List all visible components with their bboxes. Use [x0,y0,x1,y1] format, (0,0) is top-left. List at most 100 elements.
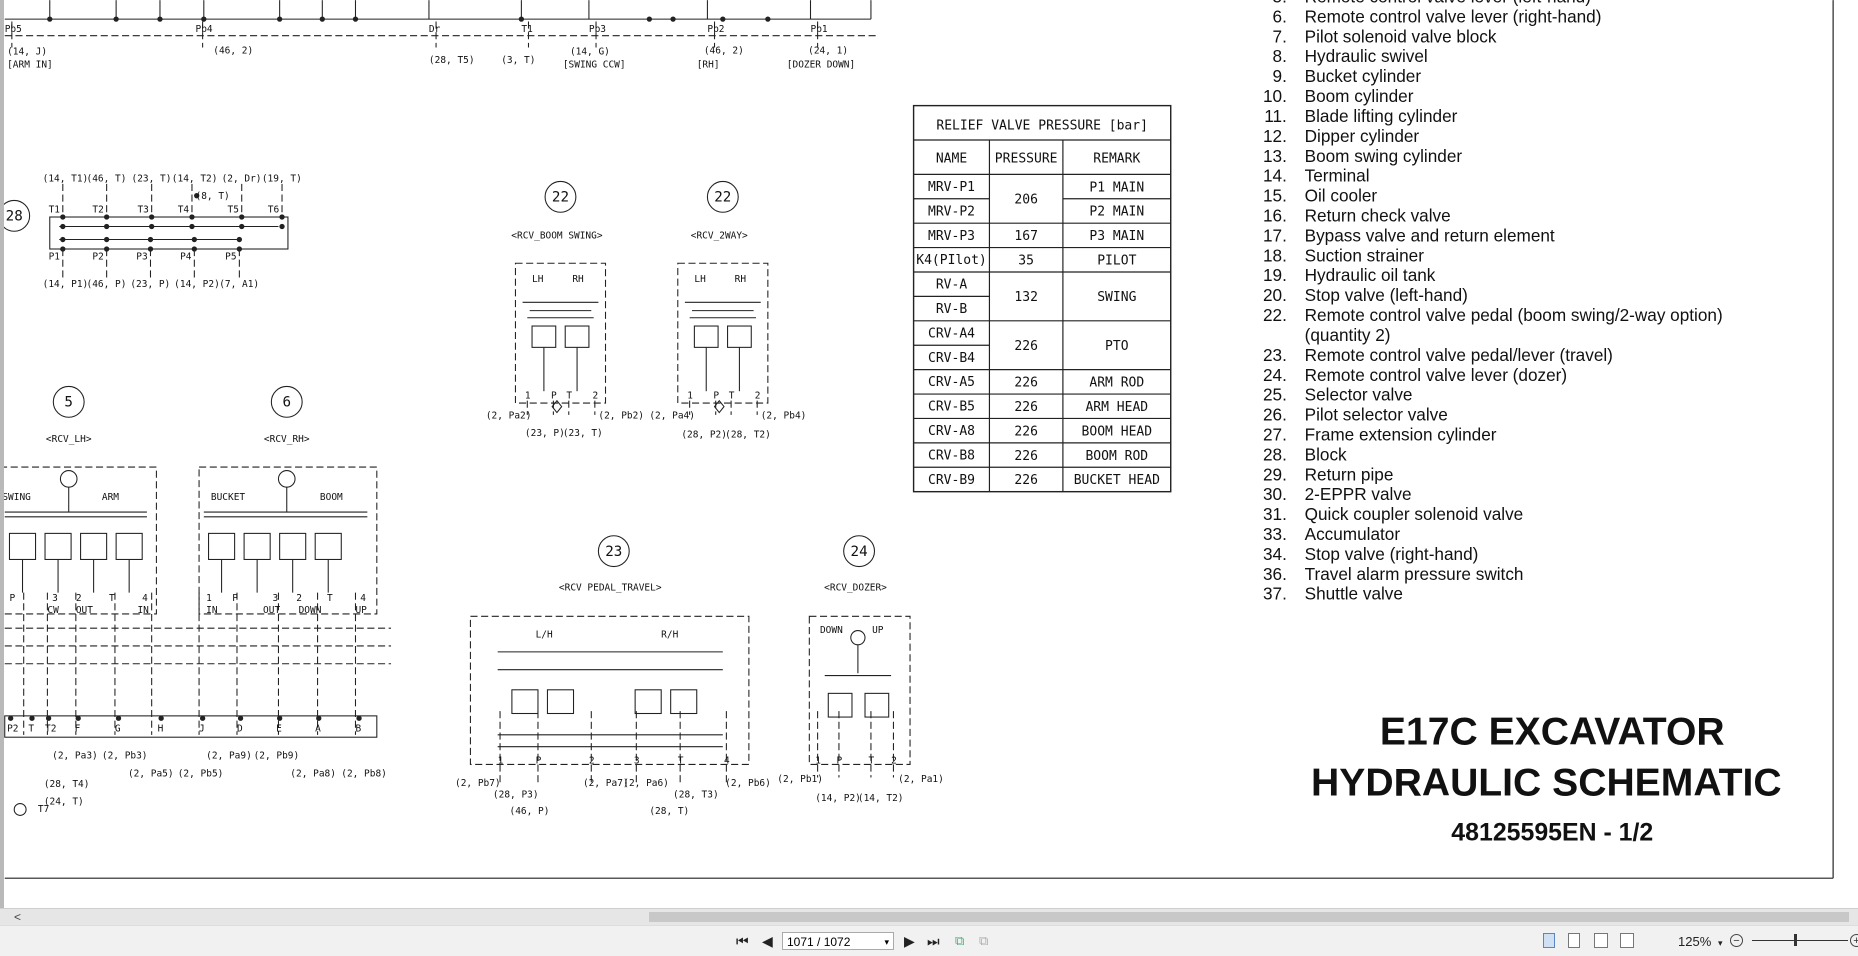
port-reference: (3, T) [501,55,535,66]
parts-list-item: 30.2-EPPR valve [1263,484,1412,504]
previous-view-icon[interactable]: ⧉ [955,933,965,948]
port-reference: (2, Pa6) [623,778,669,789]
parts-list-item: 28.Block [1263,444,1347,464]
port-label: G [115,723,121,734]
port-label: T3 [137,204,148,215]
two-page-view-icon[interactable] [1594,933,1608,948]
parts-list-item: 33.Accumulator [1263,524,1400,544]
part-description: Remote control valve lever (dozer) [1305,365,1567,385]
component-box [511,689,539,715]
component-number: 24 [851,544,868,560]
table-cell-name: K4(PIlot) [916,253,987,268]
page-number-input[interactable]: 1071 / 1072 ▾ [782,932,894,950]
port-reference: (2, Pb7) [455,778,501,789]
port-label: P [536,755,542,766]
table-cell-remark: BOOM HEAD [1082,424,1153,439]
table-cell-pressure: 226 [1014,449,1038,464]
zoom-slider-thumb[interactable] [1794,934,1798,946]
port-label: T5 [228,204,239,215]
table-cell-pressure: 132 [1014,290,1038,305]
valve-label: <RCV_BOOM SWING> [511,230,603,241]
component-box [693,325,719,348]
port-reference: (28, P3) [493,790,539,801]
port-label: 1 [498,755,504,766]
table-cell-pressure: 226 [1014,339,1038,354]
parts-list-item: 22.Remote control valve pedal (boom swin… [1263,305,1723,325]
zoom-dropdown-icon[interactable]: ▾ [1718,938,1723,948]
zoom-in-button[interactable]: + [1850,934,1858,947]
valve-label: <RCV_LH> [46,434,92,445]
port-label: P2 [92,252,103,263]
port-label: T6 [268,204,280,215]
port-reference: T7 [38,804,49,815]
zoom-out-button[interactable]: − [1730,934,1743,947]
port-label: T [28,723,34,734]
two-page-continuous-view-icon[interactable] [1620,933,1634,948]
page-dropdown-icon[interactable]: ▾ [884,937,889,947]
part-description: Block [1305,444,1347,464]
port-label: P2 [7,723,18,734]
part-description: Frame extension cylinder [1305,424,1497,444]
part-description: Boom swing cylinder [1305,146,1463,166]
valve-side-label: LH [694,274,706,285]
prev-page-icon[interactable]: ◀ [762,933,773,949]
port-label: 4 [142,593,148,604]
port-reference: (2, Pa2) [486,410,532,421]
junction-dot [29,715,35,721]
component-box [208,532,236,560]
part-description: Remote control valve pedal (boom swing/2… [1305,305,1723,325]
function-note: [RH] [697,60,720,71]
part-number: 20. [1263,285,1287,305]
component-box [314,532,342,560]
parts-list-item: 15.Oil cooler [1263,186,1377,206]
part-number: 26. [1263,405,1287,425]
port-reference: (23, T) [563,428,603,439]
table-cell-remark: P2 MAIN [1089,205,1144,220]
function-label: OUT [263,605,280,616]
table-cell-name: MRV-P1 [928,180,975,195]
table-cell-name: CRV-A4 [928,326,975,341]
port-label: P [551,390,557,401]
part-description: Stop valve (right-hand) [1305,544,1479,564]
part-description: Bucket cylinder [1305,66,1422,86]
part-description: Return pipe [1305,464,1394,484]
junction-dot [60,236,66,243]
port-reference: (24, T) [44,797,84,808]
scrollbar-thumb[interactable] [649,912,1849,922]
port-label: T [327,593,333,604]
component-box [546,689,575,715]
port-reference: (28, T2) [725,429,771,440]
port-reference: (23, T) [132,173,172,184]
parts-list-item: 17.Bypass valve and return element [1263,225,1555,245]
table-cell-remark: BUCKET HEAD [1074,473,1160,488]
part-number: 31. [1263,504,1287,524]
component-box [115,532,143,560]
horizontal-scrollbar[interactable]: < [0,908,1858,925]
function-note: [ARM IN] [7,60,53,71]
table-cell-name: CRV-B5 [928,400,975,415]
part-description: Oil cooler [1305,186,1378,206]
zoom-level[interactable]: 125% [1678,934,1712,949]
last-page-icon[interactable]: ⏭ [927,933,940,949]
part-number: 34. [1263,544,1287,564]
part-description: Dipper cylinder [1305,126,1420,146]
valve-side-label: ARM [102,492,119,503]
port-label: 1 [815,755,821,766]
component-box [808,615,911,765]
continuous-view-icon[interactable] [1568,933,1580,948]
valve-side-label: UP [872,625,884,636]
valve-side-label: LH [532,274,544,285]
single-page-view-icon[interactable] [1543,933,1555,948]
parts-list-item: 34. Stop valve (right-hand) [1263,544,1478,564]
next-view-icon[interactable]: ⧉ [979,933,989,948]
first-page-icon[interactable]: ⏮ [736,933,749,949]
next-page-icon[interactable]: ▶ [904,933,915,949]
port-label: T [729,390,735,401]
port-reference: (2, Pb6) [725,778,771,789]
scroll-left-arrow[interactable]: < [14,910,22,924]
zoom-slider[interactable] [1752,940,1848,941]
part-description: Return check valve [1305,206,1451,226]
part-number: 33. [1263,524,1287,544]
port-reference: (46, P) [87,279,127,290]
